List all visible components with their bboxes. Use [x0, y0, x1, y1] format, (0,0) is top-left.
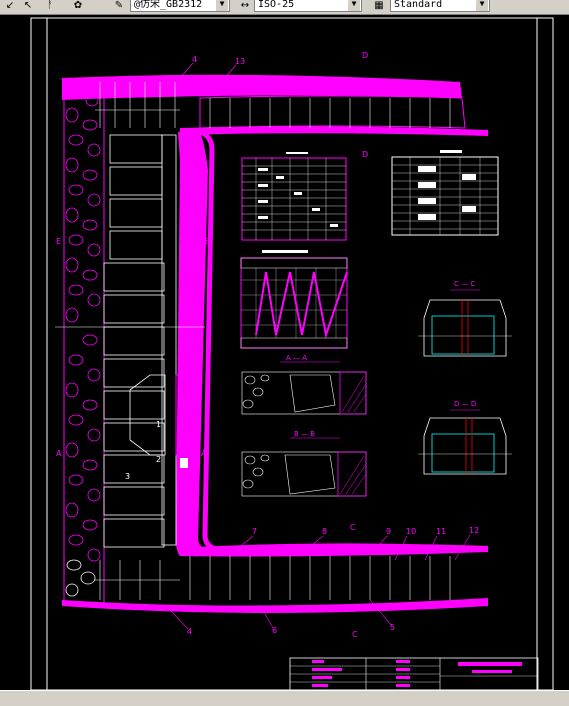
callout-4-bottom: 4 [187, 627, 192, 636]
label-a-left: A [56, 449, 62, 458]
callout-8: 8 [322, 527, 327, 536]
callout-5: 5 [390, 623, 395, 632]
callout-4-top: 4 [192, 55, 197, 64]
callout-13: 13 [235, 57, 245, 66]
section-bb: B — B [241, 430, 367, 497]
text-style-icon[interactable]: ✎ [114, 0, 124, 11]
label-bb: B — B [294, 430, 315, 438]
palette-icon[interactable]: ✿ [73, 0, 83, 11]
marker-block [180, 458, 188, 468]
dim-style-icon[interactable]: ↔ [240, 0, 250, 11]
table-style-combo[interactable]: Standard ▼ [390, 0, 490, 12]
label-d-bottom: D [362, 150, 368, 159]
arrow-icon[interactable]: ↙ [5, 0, 15, 11]
face-curve [199, 129, 221, 553]
label-aa: A — A [286, 354, 307, 362]
belt-box [175, 374, 189, 456]
label-cc: C — C [454, 280, 475, 288]
callout-9: 9 [386, 527, 391, 536]
data-table-right [391, 150, 499, 236]
status-bar [0, 690, 569, 706]
callout-6: 6 [272, 626, 277, 635]
pan-icon[interactable]: ᚨ [47, 0, 53, 11]
cycle-chart [240, 250, 348, 349]
dim-style-value: ISO-25 [258, 0, 295, 10]
callout-10: 10 [406, 527, 416, 536]
label-dd: D — D [454, 400, 476, 408]
bottom-band [62, 598, 488, 613]
data-table-left [241, 152, 347, 241]
top-roadway [199, 95, 466, 129]
table-style-value: Standard [394, 0, 443, 10]
label-c-bottom: C [352, 630, 358, 639]
label-d-top: D [362, 51, 368, 60]
support-units [103, 134, 177, 548]
label-e-right: E [205, 237, 210, 246]
toolbar: ↙ ↖ ᚨ ✿ ✎ @仿宋_GB2312 ▼ ↔ ISO-25 ▼ ▦ Stan… [0, 0, 569, 15]
table-style-icon[interactable]: ▦ [374, 0, 384, 11]
label-a-right: A [201, 449, 207, 458]
number-3: 3 [125, 472, 130, 481]
callout-7: 7 [252, 527, 257, 536]
callout-12: 12 [469, 526, 479, 535]
title-block [289, 657, 539, 691]
section-dd: D — D [418, 400, 512, 475]
section-cc: C — C [418, 280, 512, 357]
rock-hatch-white [65, 559, 96, 597]
label-c-top: C [350, 523, 356, 532]
callouts: 4 13 7 8 9 10 11 12 5 6 4 [187, 55, 479, 636]
leader-lines [169, 62, 471, 630]
rock-hatch [65, 86, 101, 562]
top-band [62, 74, 462, 100]
chevron-down-icon[interactable]: ▼ [216, 0, 228, 11]
number-1: 1 [156, 420, 161, 429]
bottom-band-upper [180, 543, 488, 557]
label-e-left: E [56, 237, 61, 246]
text-style-value: @仿宋_GB2312 [134, 0, 203, 10]
coal-face-band [175, 132, 230, 556]
chevron-down-icon[interactable]: ▼ [476, 0, 488, 11]
drawing-canvas[interactable]: D D C C E E A A 4 13 7 8 9 10 11 12 5 6 … [0, 15, 569, 705]
callout-11: 11 [436, 527, 446, 536]
roadway-props [95, 82, 451, 600]
dim-style-combo[interactable]: ISO-25 ▼ [254, 0, 362, 12]
number-labels: 1 2 3 [125, 420, 161, 481]
text-style-combo[interactable]: @仿宋_GB2312 ▼ [130, 0, 230, 12]
cad-drawing: D D C C E E A A 4 13 7 8 9 10 11 12 5 6 … [30, 17, 554, 691]
number-2: 2 [156, 455, 161, 464]
pointer-icon[interactable]: ↖ [23, 0, 33, 11]
top-band-lower [180, 126, 488, 136]
section-labels: D D C C E E A A [56, 51, 368, 639]
chevron-down-icon[interactable]: ▼ [348, 0, 360, 11]
section-aa: A — A [241, 354, 367, 415]
